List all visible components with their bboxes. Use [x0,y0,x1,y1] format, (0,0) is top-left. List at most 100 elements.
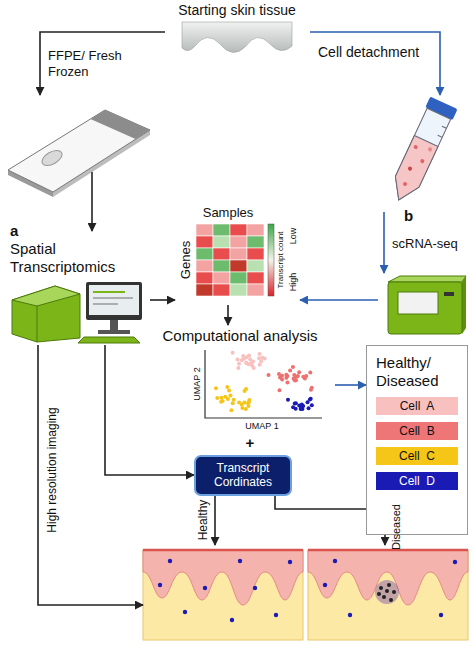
umap-scatter [300,407,304,411]
diseased-skin-section [379,586,383,590]
spatial-transcriptomics-instrument [12,286,80,306]
healthy-skin-section [143,550,303,640]
heatmap [196,248,213,260]
heatmap [230,224,247,236]
diseased-skin-section [323,583,327,587]
umap-scatter [306,400,310,404]
umap-scatter [229,408,233,412]
umap-scatter [214,351,314,412]
sample-tube [427,147,432,152]
axis-label: UMAP 2 [192,367,203,400]
umap-scatter [241,357,245,361]
diseased-skin-section [308,550,468,605]
healthy-skin-section [158,583,162,587]
healthy-skin-section [183,610,187,614]
spatial-transcriptomics-instrument [93,303,118,305]
umap-scatter [278,388,282,392]
heatmap [196,260,213,272]
panel-letter: a [10,222,18,240]
spatial-transcriptomics-instrument [78,337,140,343]
heatmap [230,284,247,296]
sample-tube [387,135,438,205]
umap-scatter [244,361,248,365]
healthy-skin-section [230,618,234,622]
umap-scatter [277,372,281,376]
diseased-skin-section [382,595,386,599]
panel-title: Computational analysis [162,327,317,345]
umap-scatter [244,407,248,411]
healthy-skin-section [168,559,172,563]
heatmap [196,236,213,248]
connector-arrow [214,496,216,545]
umap-scatter [258,352,262,356]
skin-tissue-sample [182,22,292,53]
diseased-skin-section [389,598,393,602]
connector-arrow [300,299,378,301]
umap-scatter [307,406,311,410]
umap-scatter [309,397,313,401]
diseased-skin-section [348,613,352,617]
umap-axes [205,350,322,418]
umap-scatter [291,365,295,369]
spatial-transcriptomics-instrument [98,330,130,334]
umap-scatter [246,401,250,405]
skin-tissue-sample [182,22,292,53]
umap-scatter [263,356,267,360]
connector-arrow [335,384,366,386]
heatmap [196,284,213,296]
spatial-transcriptomics-instrument [12,286,80,342]
heatmap [213,236,230,248]
legend-label: Cell D [399,474,435,488]
plus-sign: + [246,434,255,452]
tissue-panel: Starting skin tissue [165,0,310,54]
diseased-skin-section [333,559,337,563]
healthy-skin-section [143,550,303,605]
umap-axes [205,350,322,418]
diseased-skin-section [392,590,396,594]
legend-box: Healthy/ DiseasedCell ACell BCell CCell … [366,345,468,535]
diseased-skin-section [308,550,468,640]
umap-scatter [219,396,223,400]
sample-tube [413,144,418,149]
umap-scatter [292,373,296,377]
umap-scatter [292,377,296,381]
diseased-skin-section [377,592,381,596]
umap-scatter [297,370,301,374]
healthy-skin-section [253,586,257,590]
healthy-skin-section [143,549,303,552]
sample-tube [442,126,447,128]
spatial-transcriptomics-instrument [93,291,125,293]
umap-scatter [242,357,246,361]
diseased-skin-section [375,580,399,604]
umap-scatter [219,400,223,404]
legend-swatch: Cell B [376,422,458,440]
umap-scatter [215,396,219,400]
legend-label: Cell B [399,424,434,438]
glass-slide [8,110,150,197]
diseased-skin-section [453,560,457,564]
sample-tube [385,97,457,207]
state-label: Diseased [390,504,403,550]
analysis-panel: Computational analysisUMAP 2UMAP 1 [145,325,335,433]
connector-arrow [38,345,143,605]
diseased-skin-section [387,583,391,587]
sequencer [398,292,438,314]
umap-scatter [294,401,298,405]
legend-swatch: Cell C [376,447,458,465]
umap-scatter [237,401,241,405]
umap-scatter [286,398,290,402]
legend-swatch: Cell A [376,397,458,415]
spatial-transcriptomics-instrument [110,320,118,330]
heatmap [196,224,213,236]
umap-scatter [226,397,230,401]
sequencer [388,276,466,282]
umap-scatter [259,359,263,363]
connector-arrow [310,32,440,95]
legend-label: Cell C [399,449,435,463]
legend-label: Cell A [400,399,435,413]
umap-scatter [288,369,292,373]
sequencer [388,276,466,334]
spatial-transcriptomics-instrument [89,285,139,315]
diseased-skin-section [308,549,468,552]
process-box: Transcript Cordinates [194,455,292,496]
